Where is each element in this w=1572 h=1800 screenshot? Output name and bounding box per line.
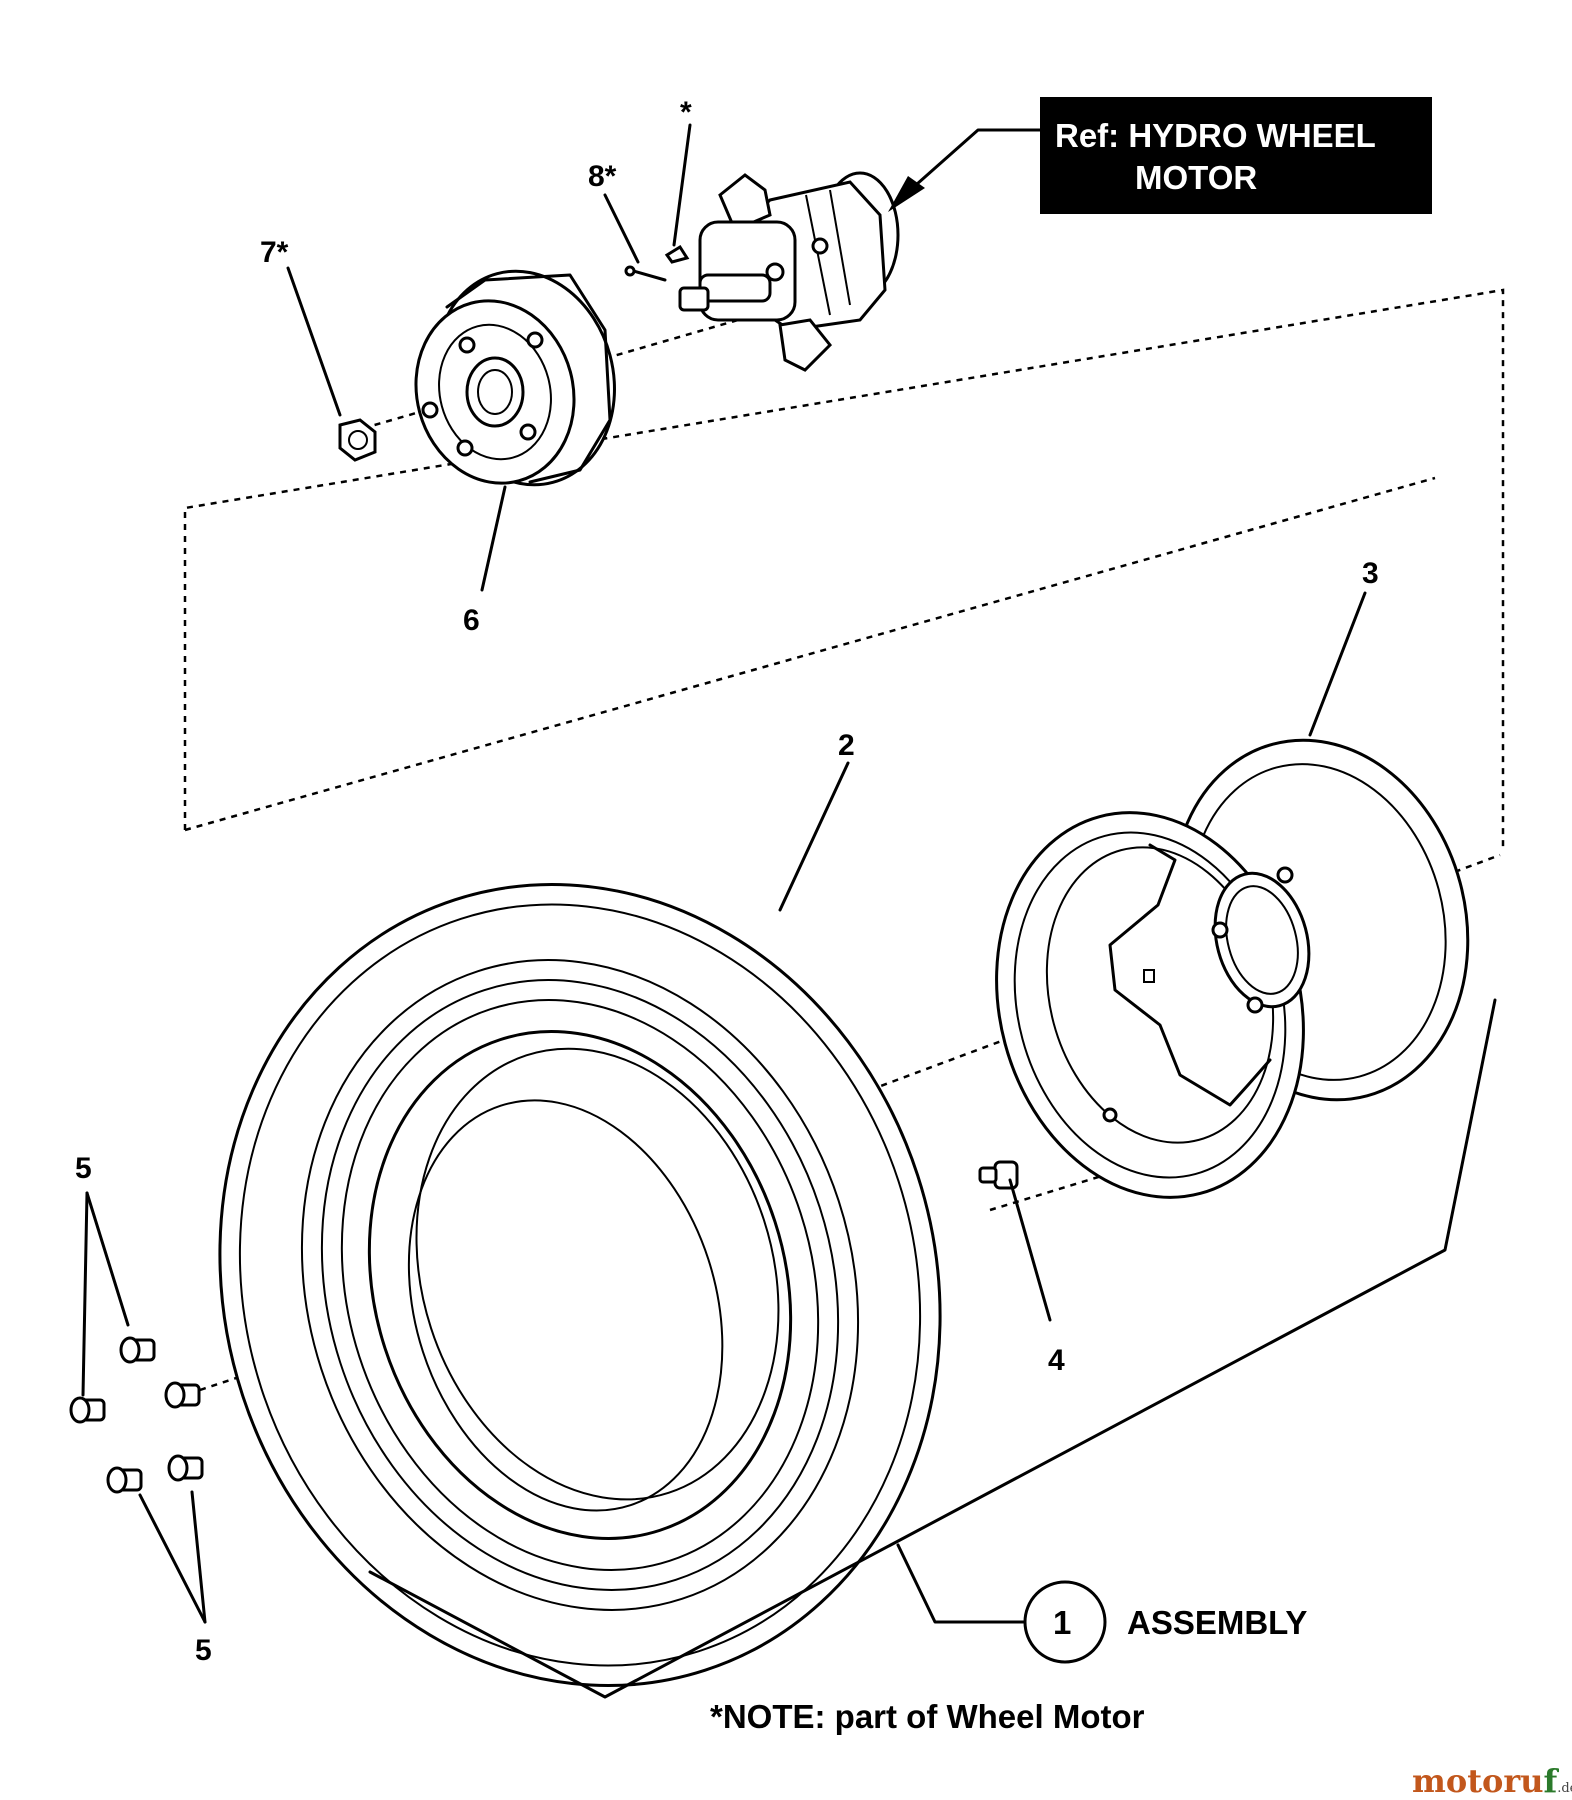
reference-box: Ref: HYDRO WHEEL MOTOR	[1040, 97, 1432, 214]
callout-lug-nuts-top: 5	[75, 1152, 92, 1185]
callout-valve-stem: 4	[1048, 1344, 1065, 1377]
lug-nut	[119, 1336, 156, 1364]
reference-arrow	[888, 128, 1042, 212]
reference-box-line1: Ref: HYDRO WHEEL	[1055, 117, 1376, 154]
rim	[995, 738, 1470, 1199]
leader-lines	[81, 123, 1367, 1624]
shaft-key	[664, 244, 690, 264]
hydro-wheel-motor	[678, 171, 900, 372]
hub	[414, 269, 616, 487]
assembly-callout-circle	[1023, 1580, 1107, 1664]
cotter-pin	[624, 265, 667, 282]
reference-box-line2: MOTOR	[1135, 159, 1257, 196]
callout-key: *	[680, 96, 692, 129]
watermark-suffix: .de	[1557, 1781, 1572, 1796]
lug-nut	[106, 1466, 143, 1494]
callout-cotter-pin: 8*	[588, 160, 617, 193]
lug-nut	[69, 1396, 106, 1424]
motoruf-watermark: motoruf.de	[1412, 1762, 1572, 1800]
lug-nuts	[69, 1336, 204, 1494]
callout-rim: 3	[1362, 557, 1379, 590]
watermark-part1: motoru	[1412, 1762, 1543, 1800]
callout-castle-nut: 7*	[260, 236, 289, 269]
assembly-bracket	[368, 998, 1497, 1699]
callout-assembly-number: 1	[1053, 1604, 1071, 1641]
lug-nut	[167, 1454, 204, 1482]
watermark-part2: f	[1543, 1762, 1559, 1800]
callout-tire: 2	[838, 729, 855, 762]
lug-nut	[164, 1381, 201, 1409]
assembly-label: ASSEMBLY	[1127, 1604, 1307, 1641]
callout-labels: 7* 8* * 6 2 3 4 5 5 1	[75, 96, 1379, 1667]
castle-nut	[338, 418, 377, 462]
wheel-motor-note: *NOTE: part of Wheel Motor	[710, 1698, 1145, 1735]
tire	[218, 883, 942, 1687]
callout-hub: 6	[463, 604, 480, 637]
callout-lug-nuts-bottom: 5	[195, 1634, 212, 1667]
svg-text:motoruf.de: motoruf.de	[1412, 1762, 1572, 1800]
